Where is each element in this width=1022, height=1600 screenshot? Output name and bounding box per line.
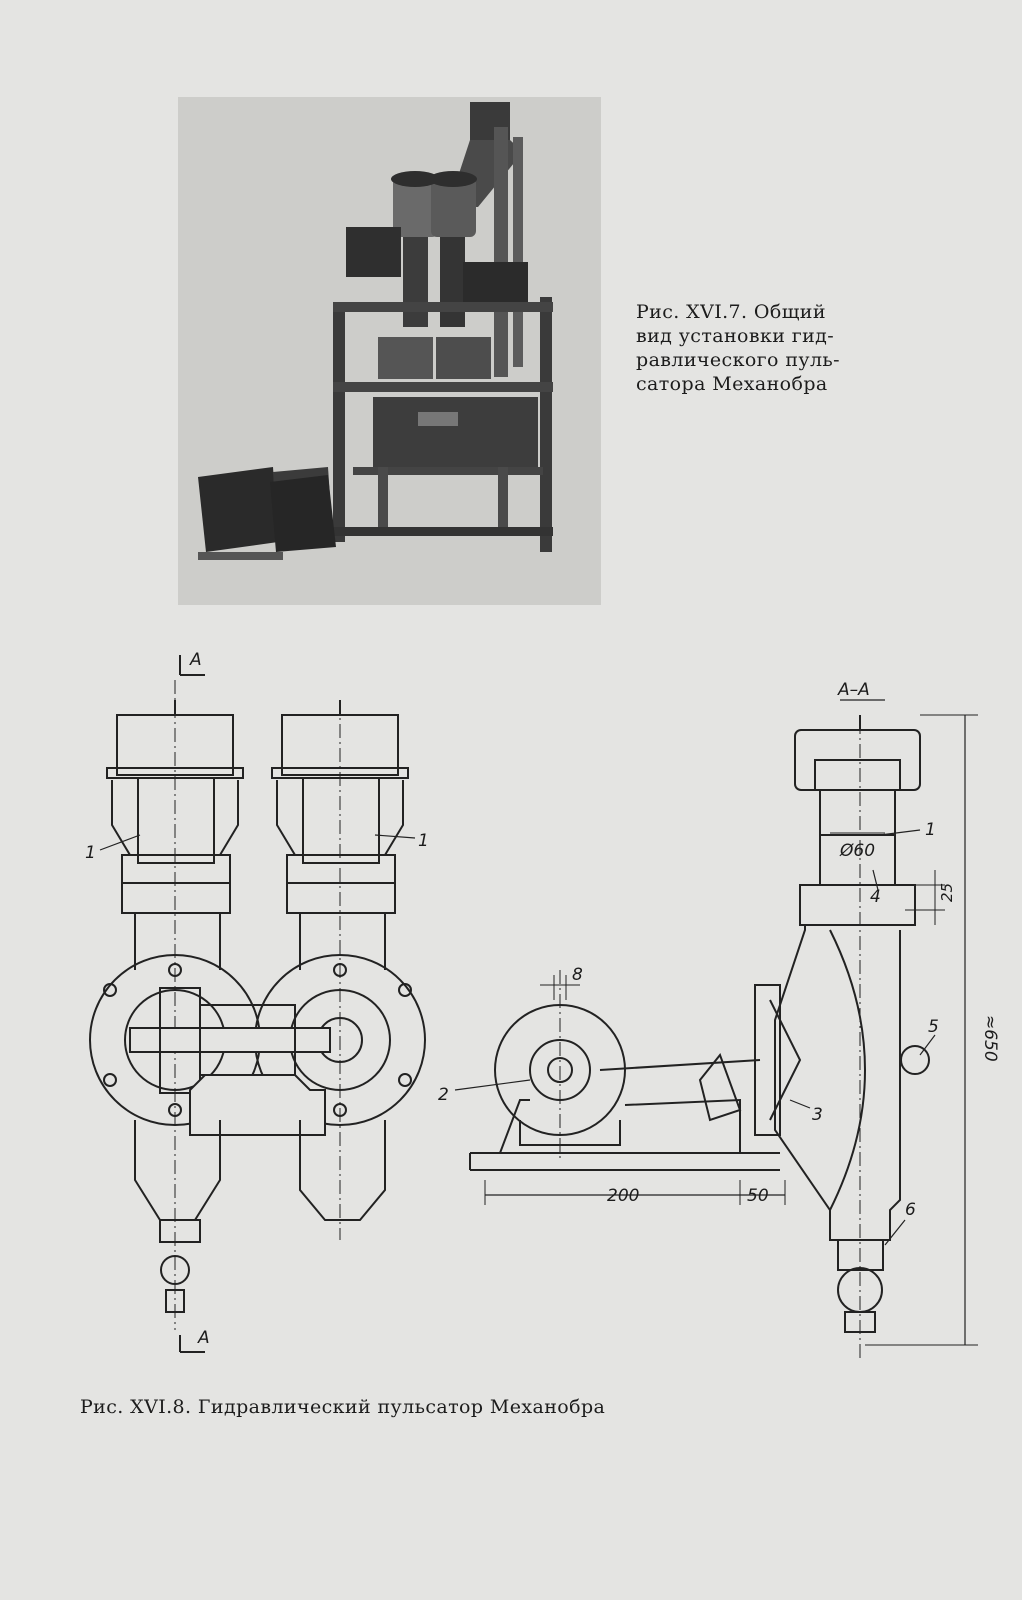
dimension-label-8: 8 [572, 965, 583, 985]
section-mark-a-top: A [189, 650, 202, 670]
dimension-label-50: 50 [747, 1186, 769, 1206]
part-label-4: 4 [870, 887, 881, 907]
caption-line: Рис. XVI.7. Общий [636, 301, 826, 323]
part-label-2: 2 [438, 1085, 449, 1105]
dimension-label-diameter-60: Ø60 [839, 841, 875, 861]
installation-photo [178, 97, 601, 605]
section-mark-a-bottom: A [197, 1328, 210, 1348]
caption-line: вид установки гид- [636, 325, 835, 347]
dimension-label-200: 200 [607, 1186, 639, 1206]
part-label-5: 5 [928, 1017, 939, 1037]
dimension-label-650: ≈650 [980, 1015, 1000, 1062]
dimension-label-25: 25 [938, 883, 956, 902]
caption-line: сатора Механобра [636, 373, 828, 395]
caption-line: равлического пуль- [636, 349, 840, 371]
section-aa-view [774, 699, 978, 1360]
part-label-3: 3 [812, 1105, 823, 1125]
part-label-1-mid: 1 [418, 831, 429, 851]
front-view [89, 655, 426, 1353]
section-label-aa: A–A [837, 680, 870, 700]
installation-photo-drawing [178, 97, 601, 605]
part-label-1-right: 1 [925, 820, 936, 840]
part-label-1-left: 1 [85, 843, 96, 863]
side-view [454, 970, 811, 1205]
figure-caption-xvi8: Рис. XVI.8. Гидравлический пульсатор Мех… [80, 1396, 606, 1418]
figure-caption-xvi7: Рис. XVI.7. Общий вид установки гид- рав… [636, 300, 882, 396]
pulsator-technical-drawing: A A A–A 1 1 1 2 3 4 5 6 8 Ø60 25 ≈650 20… [85, 650, 1000, 1360]
part-label-6: 6 [905, 1200, 916, 1220]
